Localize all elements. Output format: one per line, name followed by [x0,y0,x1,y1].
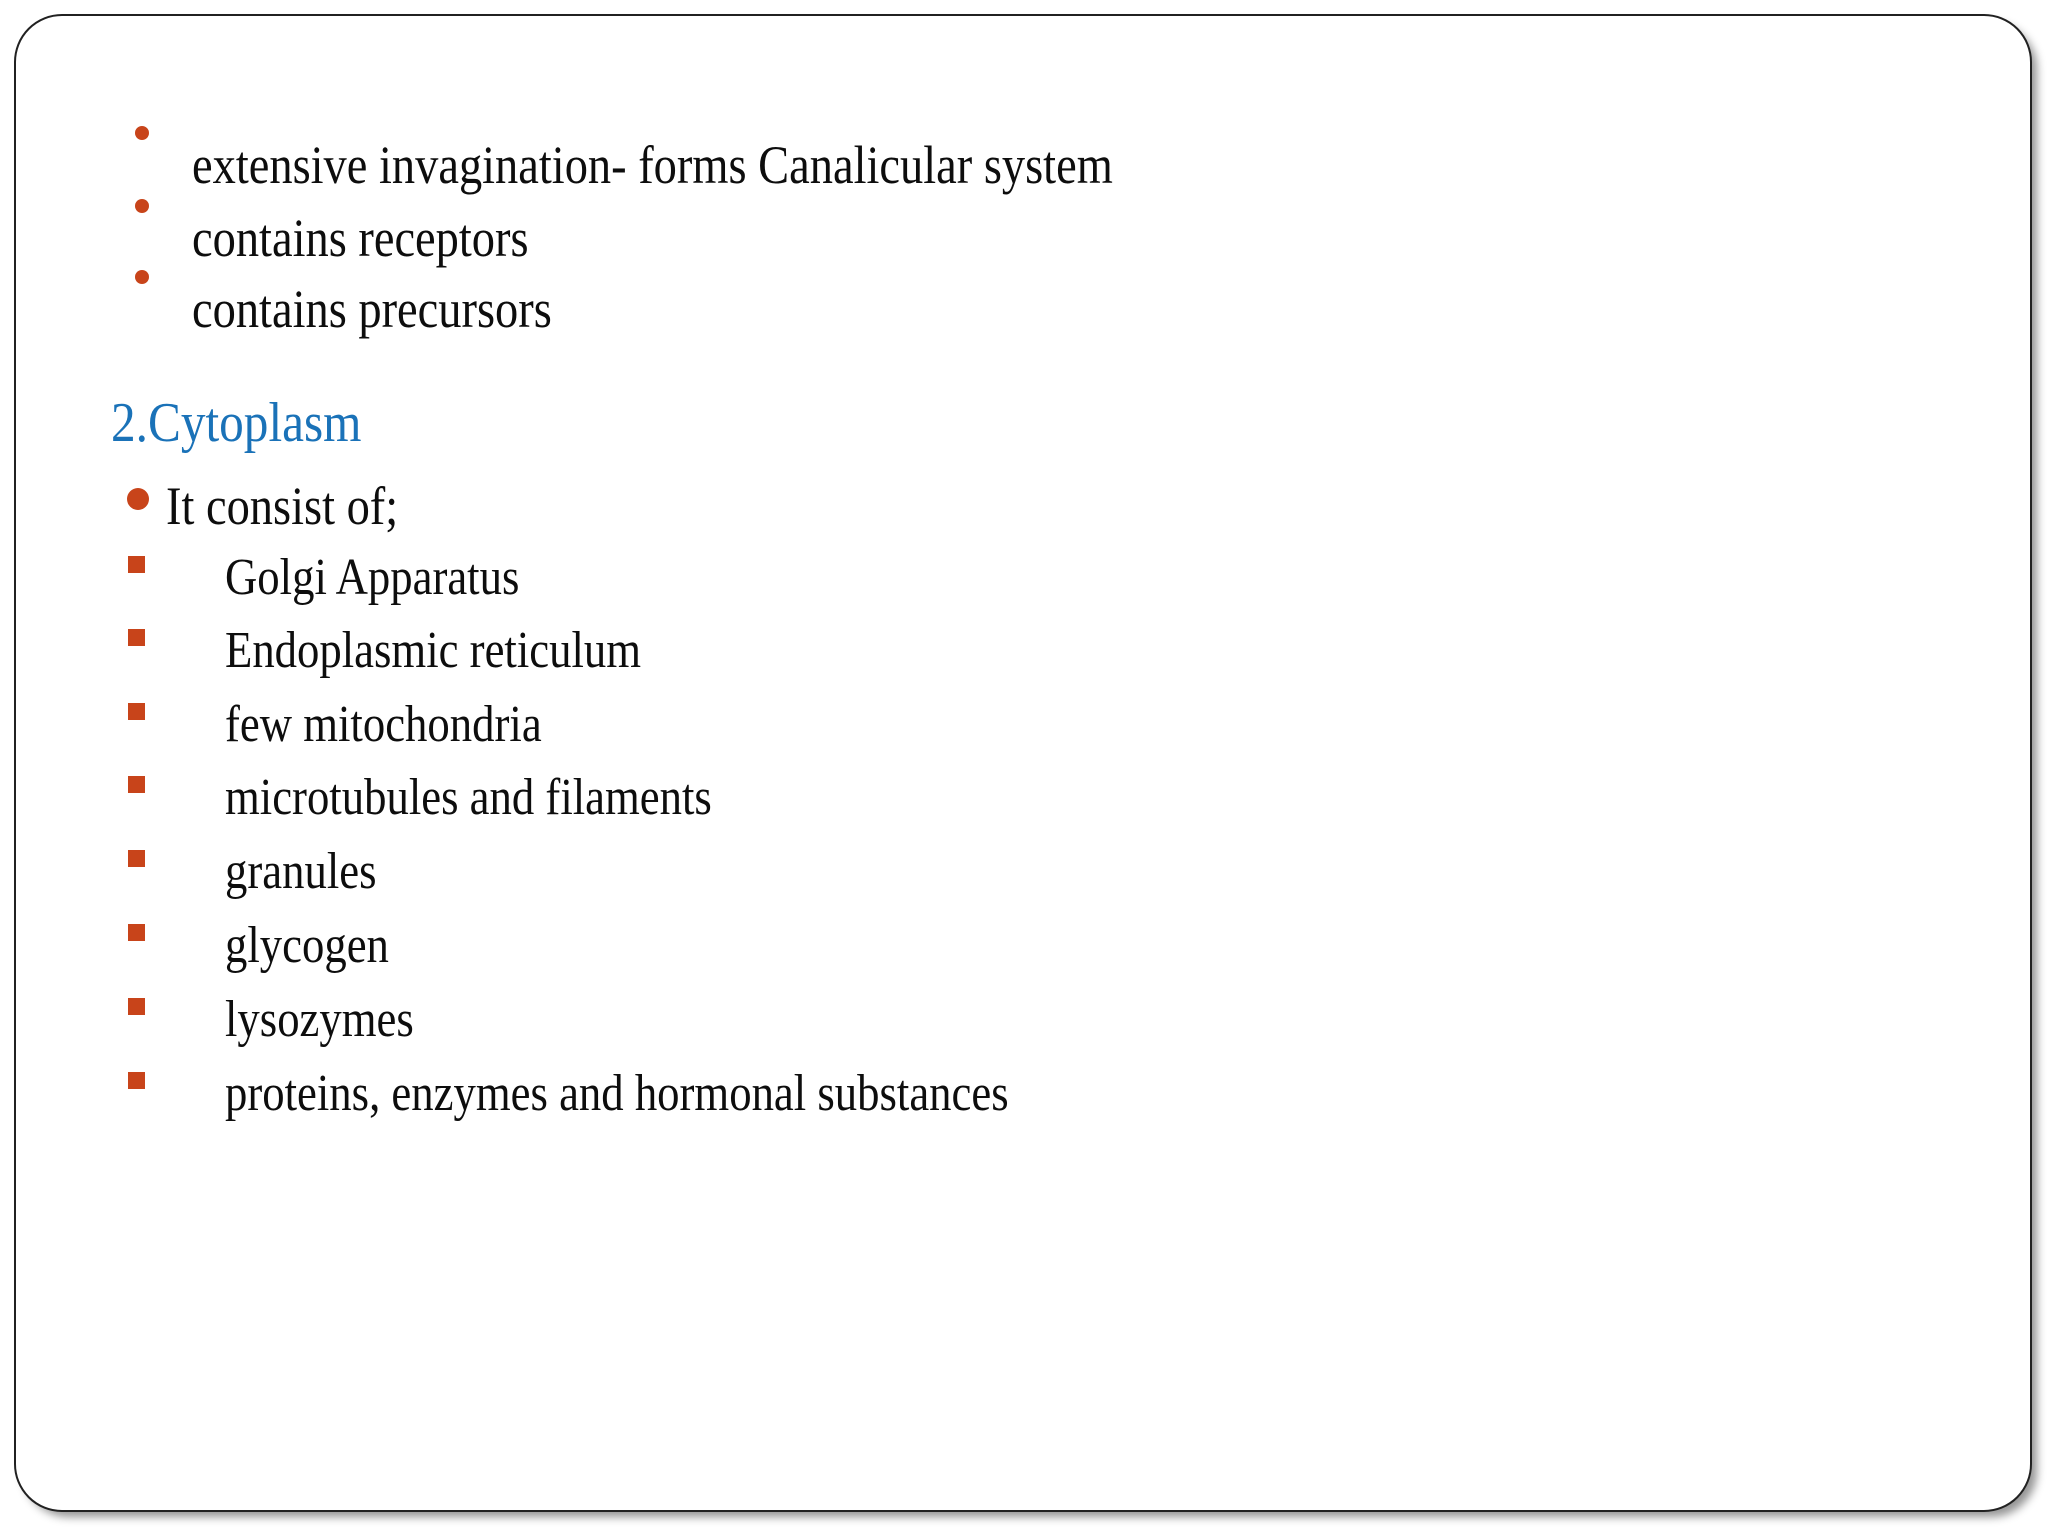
bullet-dot-icon [127,488,149,510]
list-item-label: few mitochondria [225,696,542,753]
bullet-dot-icon [135,199,149,213]
list-item-label: Endoplasmic reticulum [225,622,642,679]
bullet-text: contains receptors [192,208,529,268]
bullet-square-icon [128,1072,145,1089]
bullet-square-icon [128,629,145,646]
list-item-label: granules [225,843,377,900]
list-item-label: lysozymes [225,991,414,1048]
list-item-label: glycogen [225,917,389,974]
bullet-square-icon [128,998,145,1015]
bullet-square-icon [128,776,145,793]
bullet-text: extensive invagination- forms Canalicula… [192,135,1113,195]
bullet-square-icon [128,703,145,720]
bullet-square-icon [128,556,145,573]
bullet-square-icon [128,924,145,941]
slide-content-area: extensive invagination- forms Canalicula… [16,16,2034,1514]
bullet-dot-icon [135,270,149,284]
bullet-text: contains precursors [192,279,552,339]
list-item-label: proteins, enzymes and hormonal substance… [225,1065,1009,1122]
bullet-dot-icon [135,126,149,140]
slide-frame: extensive invagination- forms Canalicula… [14,14,2032,1512]
list-item-label: Golgi Apparatus [225,549,520,606]
bullet-text: It consist of; [166,476,399,536]
list-item-label: microtubules and filaments [225,769,712,826]
section-heading: 2.Cytoplasm [111,392,362,454]
bullet-square-icon [128,850,145,867]
